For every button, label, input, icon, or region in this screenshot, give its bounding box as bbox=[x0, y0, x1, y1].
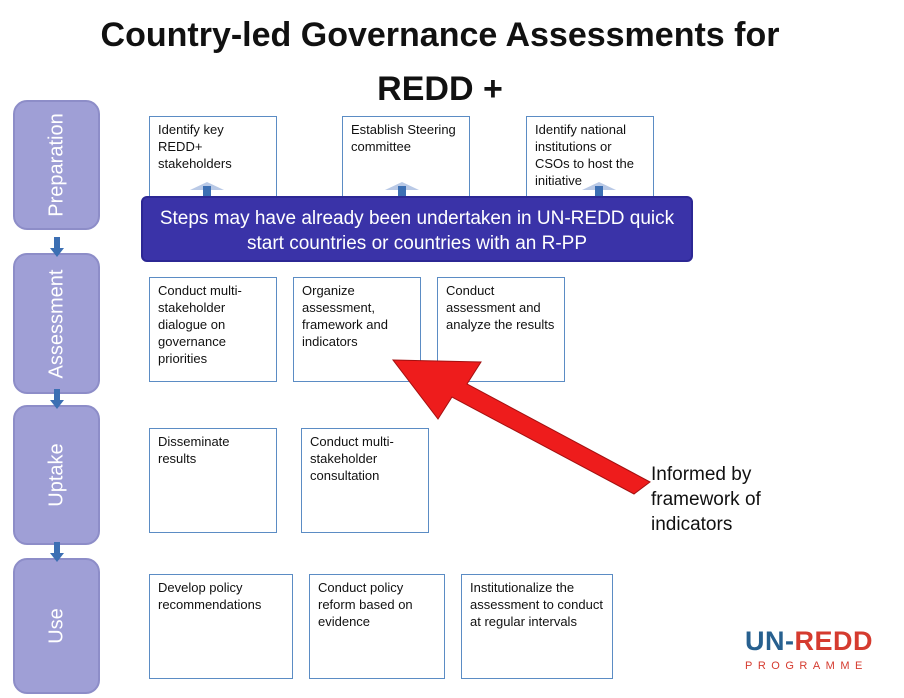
up-arrow-icon bbox=[385, 182, 419, 198]
step-disseminate-results: Disseminate results bbox=[149, 428, 277, 533]
stage-use: Use bbox=[13, 558, 100, 694]
arrow-annotation: Informed by framework of indicators bbox=[651, 464, 761, 535]
stage-label-preparation: Preparation bbox=[45, 113, 67, 217]
down-arrow-icon bbox=[50, 237, 64, 257]
info-banner: Steps may have already been undertaken i… bbox=[141, 196, 693, 262]
red-arrow-icon bbox=[391, 359, 651, 495]
title-line-2: REDD + bbox=[377, 70, 503, 108]
un-redd-logo: UN-REDD PROGRAMME bbox=[745, 626, 904, 672]
step-conduct-assessment: Conduct assessment and analyze the resul… bbox=[437, 277, 565, 382]
up-arrow-icon bbox=[582, 182, 616, 198]
step-conduct-policy-reform: Conduct policy reform based on evidence bbox=[309, 574, 445, 679]
down-arrow-icon bbox=[50, 389, 64, 409]
down-arrow-icon bbox=[50, 542, 64, 562]
step-conduct-dialogue: Conduct multi-stakeholder dialogue on go… bbox=[149, 277, 277, 382]
stage-label-use: Use bbox=[45, 608, 67, 644]
up-arrow-icon bbox=[190, 182, 224, 198]
stage-uptake: Uptake bbox=[13, 405, 100, 545]
step-institutionalize: Institutionalize the assessment to condu… bbox=[461, 574, 613, 679]
logo-programme-text: PROGRAMME bbox=[745, 660, 868, 672]
logo-un-text: UN- bbox=[745, 626, 795, 656]
stage-label-assessment: Assessment bbox=[45, 269, 67, 378]
step-identify-national-institutions: Identify national institutions or CSOs t… bbox=[526, 116, 654, 198]
step-identify-stakeholders: Identify key REDD+ stakeholders bbox=[149, 116, 277, 198]
step-conduct-consultation: Conduct multi-stakeholder consultation bbox=[301, 428, 429, 533]
stage-assessment: Assessment bbox=[13, 253, 100, 394]
step-develop-recommendations: Develop policy recommendations bbox=[149, 574, 293, 679]
logo-wordmark: UN-REDD bbox=[745, 626, 904, 656]
stage-label-uptake: Uptake bbox=[45, 443, 67, 507]
slide-title: Country-led Governance Assessments for R… bbox=[40, 8, 840, 116]
stage-preparation: Preparation bbox=[13, 100, 100, 230]
logo-redd-text: REDD bbox=[794, 626, 874, 656]
title-line-1: Country-led Governance Assessments for bbox=[100, 16, 780, 54]
